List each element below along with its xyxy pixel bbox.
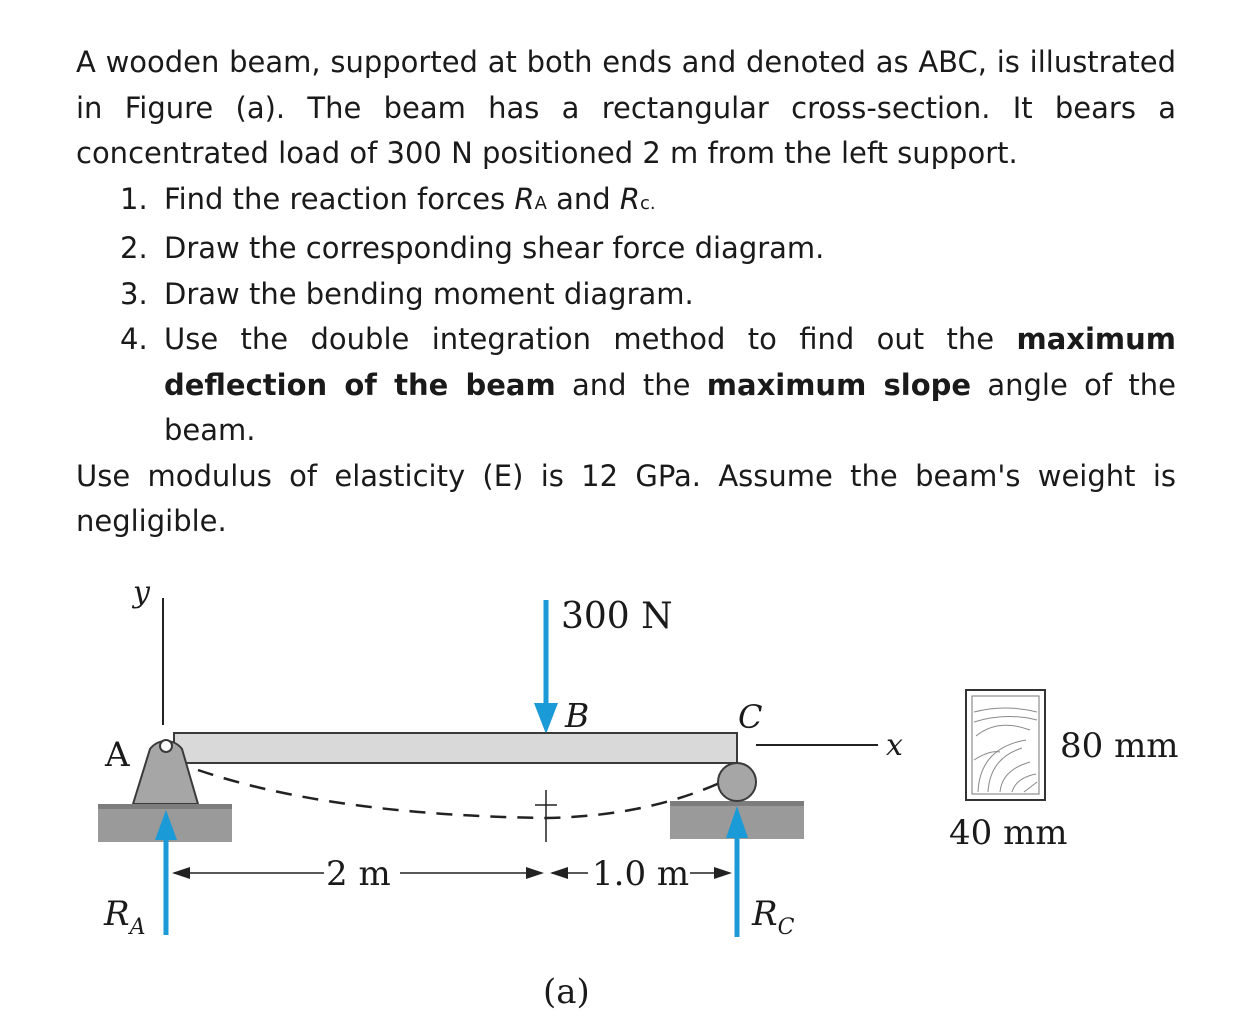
pin-hole-icon (159, 739, 173, 753)
task-number: 4. (120, 322, 148, 356)
cross-section-width-label: 40 mm (949, 813, 1068, 853)
y-axis-label: y (131, 575, 151, 610)
task-text: Draw the bending moment diagram. (164, 276, 694, 311)
point-a-label: A (104, 735, 130, 775)
cross-section (965, 689, 1046, 801)
task-item-4: 4. Use the double integration method to f… (120, 317, 1176, 454)
reaction-a-subscript: A (128, 915, 146, 940)
task-number: 1. (120, 181, 148, 216)
reaction-arrow-a-head (155, 810, 177, 840)
reaction-c-subscript: C (778, 915, 795, 940)
problem-closing: Use modulus of elasticity (E) is 12 GPa.… (76, 458, 1176, 539)
problem-intro: A wooden beam, supported at both ends an… (76, 45, 1176, 170)
reaction-a-letter: R (103, 894, 130, 934)
dimension-arrowhead (172, 867, 190, 879)
point-b-label: B (564, 696, 589, 735)
wood-grain-icon (973, 707, 1038, 793)
point-c-label: C (738, 698, 762, 736)
task-text: Use the double integration method to fin… (164, 322, 1017, 356)
figure-caption: (a) (543, 972, 590, 1012)
cross-section-height-label: 80 mm (1060, 726, 1179, 766)
task-item-2: 2. Draw the corresponding shear force dia… (120, 226, 1176, 272)
reaction-c-letter: R (751, 894, 778, 934)
reaction-c-label: RC (751, 894, 795, 940)
reaction-subscript: A (534, 192, 547, 214)
task-number: 3. (120, 276, 148, 311)
dimension-arrowhead (526, 867, 544, 879)
deflection-curve (197, 768, 743, 820)
ground-left-top-edge (98, 804, 232, 809)
reaction-arrow-c-head (726, 806, 748, 838)
beam-figure: y 300 N B C x A RA RC (98, 575, 1179, 1012)
problem-statement: A wooden beam, supported at both ends an… (76, 40, 1176, 545)
beam (173, 732, 738, 764)
reaction-a-label: RA (103, 894, 146, 940)
task-text: Find the reaction forces (164, 181, 515, 216)
task-text: angle of the beam. (164, 367, 1176, 448)
task-number: 2. (120, 231, 148, 265)
task-item-1: 1.Find the reaction forces RA and Rc. (120, 177, 1176, 227)
bold-phrase: maximum slope (706, 367, 972, 402)
task-text: and the (555, 367, 707, 402)
task-item-3: 3. Draw the bending moment diagram. (120, 272, 1176, 318)
x-axis-label: x (886, 728, 903, 763)
load-label: 300 N (561, 596, 673, 637)
reaction-symbol: R (619, 181, 641, 216)
task-text: Draw the corresponding shear force diagr… (164, 231, 825, 265)
dimension-left-label: 2 m (326, 854, 391, 894)
load-arrow-head (534, 703, 558, 734)
cross-section-outline (965, 689, 1046, 801)
ground-right-top-edge (670, 801, 804, 806)
dimension-right-label: 1.0 m (592, 854, 689, 894)
task-text: and (546, 181, 620, 216)
reaction-subscript: c. (640, 192, 656, 214)
bold-phrase: maximum deflection of the beam (164, 322, 1176, 402)
cross-section-inner (971, 695, 1040, 795)
dimension-arrowhead (714, 867, 732, 879)
reaction-symbol: R (514, 181, 535, 216)
task-list: 1.Find the reaction forces RA and Rc. 2.… (76, 177, 1176, 454)
roller-support-c (717, 762, 757, 802)
